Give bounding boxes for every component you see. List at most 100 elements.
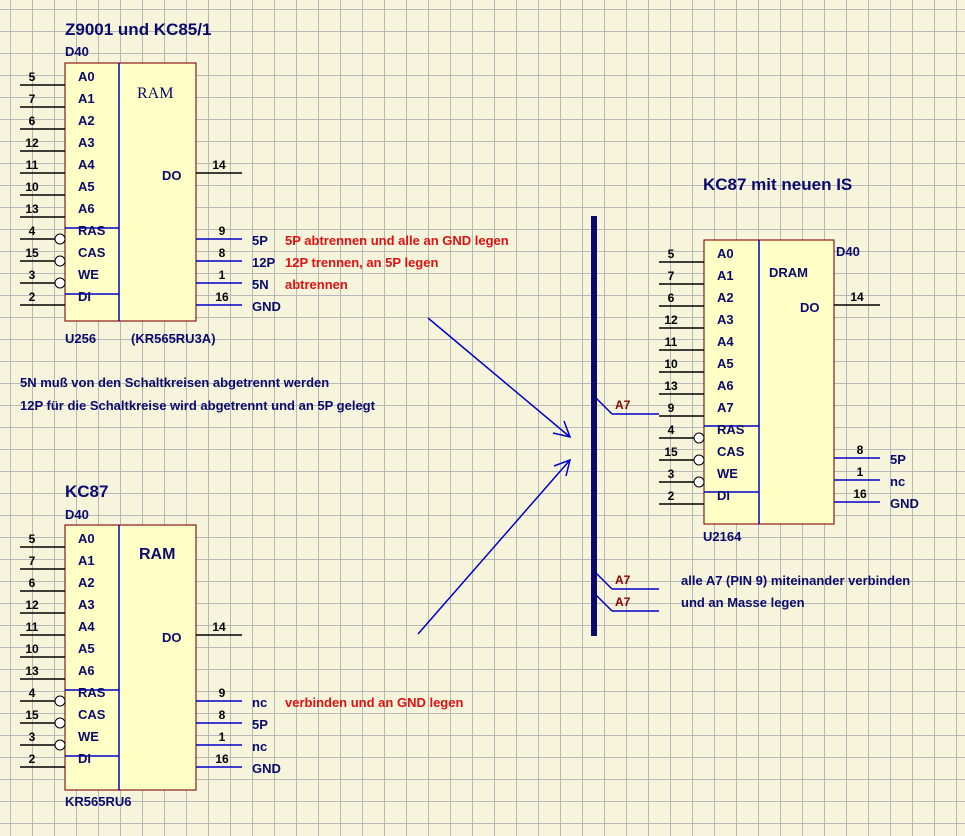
active-low-bubble <box>54 739 66 751</box>
pin-label-a1: A1 <box>78 91 95 106</box>
pin-number: 5 <box>29 70 36 84</box>
pin-label-a2: A2 <box>78 113 95 128</box>
kc87-new-part-name: U2164 <box>703 529 742 544</box>
pin-label-a4: A4 <box>78 157 95 172</box>
pin-label-a0: A0 <box>78 531 95 546</box>
active-low-bubble <box>693 476 705 488</box>
power-pin-name: GND <box>890 496 919 511</box>
power-pin-number: 9 <box>219 224 226 238</box>
pin-label-a3: A3 <box>78 597 95 612</box>
pin-number: 11 <box>26 158 39 172</box>
kc87-new-chip-label: DRAM <box>769 265 808 280</box>
bus-note-line1: alle A7 (PIN 9) miteinander verbinden <box>681 573 910 588</box>
z9001-title: Z9001 und KC85/1 <box>65 20 211 39</box>
pin-label-cas: CAS <box>78 245 106 260</box>
pin-label-a5: A5 <box>78 641 95 656</box>
kc87-chip-label: RAM <box>139 546 175 563</box>
power-pin-name: 5N <box>252 277 269 292</box>
pin-number: 3 <box>668 467 675 481</box>
do-pin-number: 14 <box>212 620 226 634</box>
pin-label-di: DI <box>78 751 91 766</box>
z9001-alt-part-name: (KR565RU3A) <box>131 331 216 346</box>
pin-number: 2 <box>29 752 36 766</box>
kc87-ref: D40 <box>65 507 89 522</box>
power-pin-name: GND <box>252 761 281 776</box>
pin-label-a1: A1 <box>717 268 734 283</box>
kc87-title: KC87 <box>65 482 108 501</box>
pin-number: 6 <box>29 576 36 590</box>
pin-number: 10 <box>664 357 678 371</box>
pin-number: 2 <box>29 290 36 304</box>
active-low-bubble <box>54 233 66 245</box>
note-5n-line: 5N muß von den Schaltkreisen abgetrennt … <box>20 375 329 390</box>
pin-number: 13 <box>664 379 678 393</box>
power-pin-number: 8 <box>219 708 226 722</box>
pin-number: 5 <box>29 532 36 546</box>
pin-label-we: WE <box>78 267 99 282</box>
power-pin-note: verbinden und an GND legen <box>285 695 463 710</box>
pin-label-we: WE <box>717 466 738 481</box>
power-pin-number: 1 <box>219 268 226 282</box>
do-pin-number: 14 <box>850 290 864 304</box>
pin-label-a6: A6 <box>78 663 95 678</box>
pin-number: 13 <box>25 202 39 216</box>
power-pin-name: 5P <box>252 233 268 248</box>
active-low-bubble <box>54 277 66 289</box>
pin-label-cas: CAS <box>78 707 106 722</box>
bus-entry-a7-lower <box>595 594 659 612</box>
pin-label-a0: A0 <box>717 246 734 261</box>
pin-number: 7 <box>29 554 36 568</box>
power-pin-name: 5P <box>890 452 906 467</box>
bus-label-a7: A7 <box>615 573 631 587</box>
do-pin-number: 14 <box>212 158 226 172</box>
bus-label-a7: A7 <box>615 595 631 609</box>
pin-label-a3: A3 <box>78 135 95 150</box>
power-pin-name: 12P <box>252 255 275 270</box>
active-low-bubble <box>693 454 705 466</box>
pin-label-cas: CAS <box>717 444 745 459</box>
pin-label-a2: A2 <box>717 290 734 305</box>
power-pin-number: 1 <box>857 465 864 479</box>
pin-number: 15 <box>25 246 39 260</box>
pin-number: 12 <box>664 313 678 327</box>
pin-label-a7: A7 <box>717 400 734 415</box>
power-pin-name: nc <box>252 739 267 754</box>
power-pin-number: 8 <box>219 246 226 260</box>
z9001-ram-chip <box>64 62 197 322</box>
pin-label-a1: A1 <box>78 553 95 568</box>
pin-label-ras: RAS <box>78 685 106 700</box>
power-pin-name: GND <box>252 299 281 314</box>
active-low-bubble <box>54 695 66 707</box>
pin-label-a5: A5 <box>78 179 95 194</box>
pin-label-di: DI <box>78 289 91 304</box>
pin-label-ras: RAS <box>717 422 745 437</box>
do-label: DO <box>162 168 182 183</box>
bus-label-a7: A7 <box>615 398 631 412</box>
kc87-ram-chip <box>64 524 197 791</box>
pin-number: 3 <box>29 268 36 282</box>
arrow-lower <box>417 458 572 635</box>
power-pin-name: nc <box>252 695 267 710</box>
pin-label-a5: A5 <box>717 356 734 371</box>
pin-number: 15 <box>25 708 39 722</box>
pin-number: 10 <box>25 642 39 656</box>
kc87-new-ref: D40 <box>836 244 860 259</box>
pin-number: 4 <box>668 423 675 437</box>
kc87-new-title: KC87 mit neuen IS <box>703 175 852 194</box>
pin-number: 2 <box>668 489 675 503</box>
pin-label-a3: A3 <box>717 312 734 327</box>
power-pin-number: 9 <box>219 686 226 700</box>
power-pin-number: 16 <box>853 487 867 501</box>
z9001-part-name: U256 <box>65 331 96 346</box>
do-label: DO <box>162 630 182 645</box>
power-pin-name: nc <box>890 474 905 489</box>
pin-label-a4: A4 <box>717 334 734 349</box>
pin-number: 11 <box>26 620 39 634</box>
bus-entry-a7-chip <box>595 397 659 415</box>
kc87-part-name: KR565RU6 <box>65 794 131 809</box>
pin-number: 7 <box>29 92 36 106</box>
pin-label-di: DI <box>717 488 730 503</box>
pin-number: 11 <box>665 335 678 349</box>
pin-number: 6 <box>668 291 675 305</box>
